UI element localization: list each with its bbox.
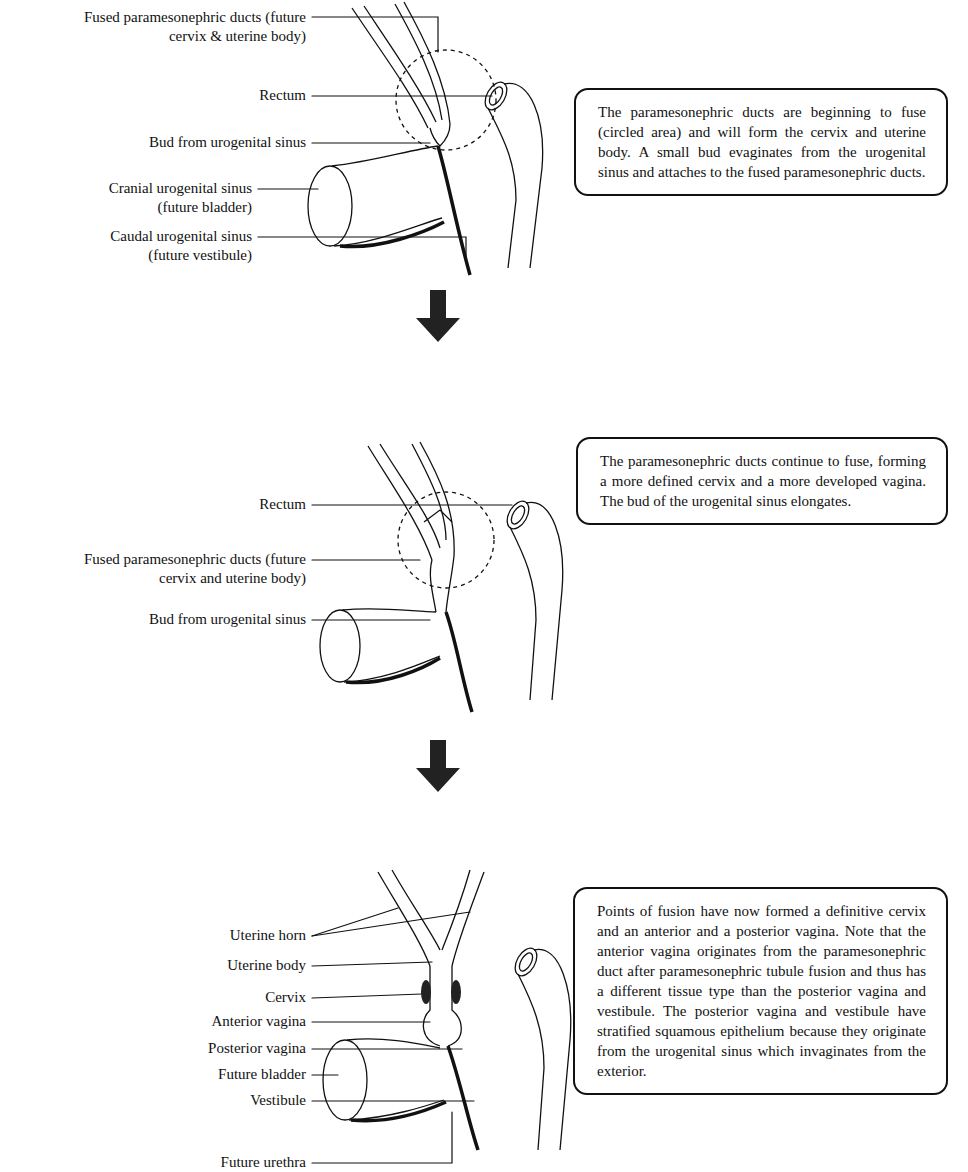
part-label: Rectum [46,86,306,105]
box-text: The paramesonephric ducts continue to fu… [600,451,926,511]
part-label: Future urethra [46,1153,306,1172]
part-label: Fused paramesonephric ducts (future cerv… [76,8,306,46]
part-label: Future bladder [46,1065,306,1084]
text-box: The paramesonephric ducts are beginning … [574,88,948,196]
part-label: Uterine horn [46,926,306,945]
part-label: Vestibule [46,1091,306,1110]
text-box: The paramesonephric ducts continue to fu… [576,437,948,525]
part-label: Bud from urogenital sinus [46,133,306,152]
part-label: Bud from urogenital sinus [46,610,306,629]
part-label: Rectum [46,495,306,514]
text-box: Points of fusion have now formed a defin… [573,887,948,1095]
box-text: The paramesonephric ducts are beginning … [598,102,926,182]
part-label: Uterine body [46,956,306,975]
part-label: Anterior vagina [46,1012,306,1031]
box-text: Points of fusion have now formed a defin… [597,901,926,1081]
part-label: Fused paramesonephric ducts (future cerv… [76,550,306,588]
part-label: Posterior vagina [46,1039,306,1058]
part-label: Caudal urogenital sinus (future vestibul… [77,227,252,265]
part-label: Cranial urogenital sinus (future bladder… [77,179,252,217]
part-label: Cervix [46,988,306,1007]
